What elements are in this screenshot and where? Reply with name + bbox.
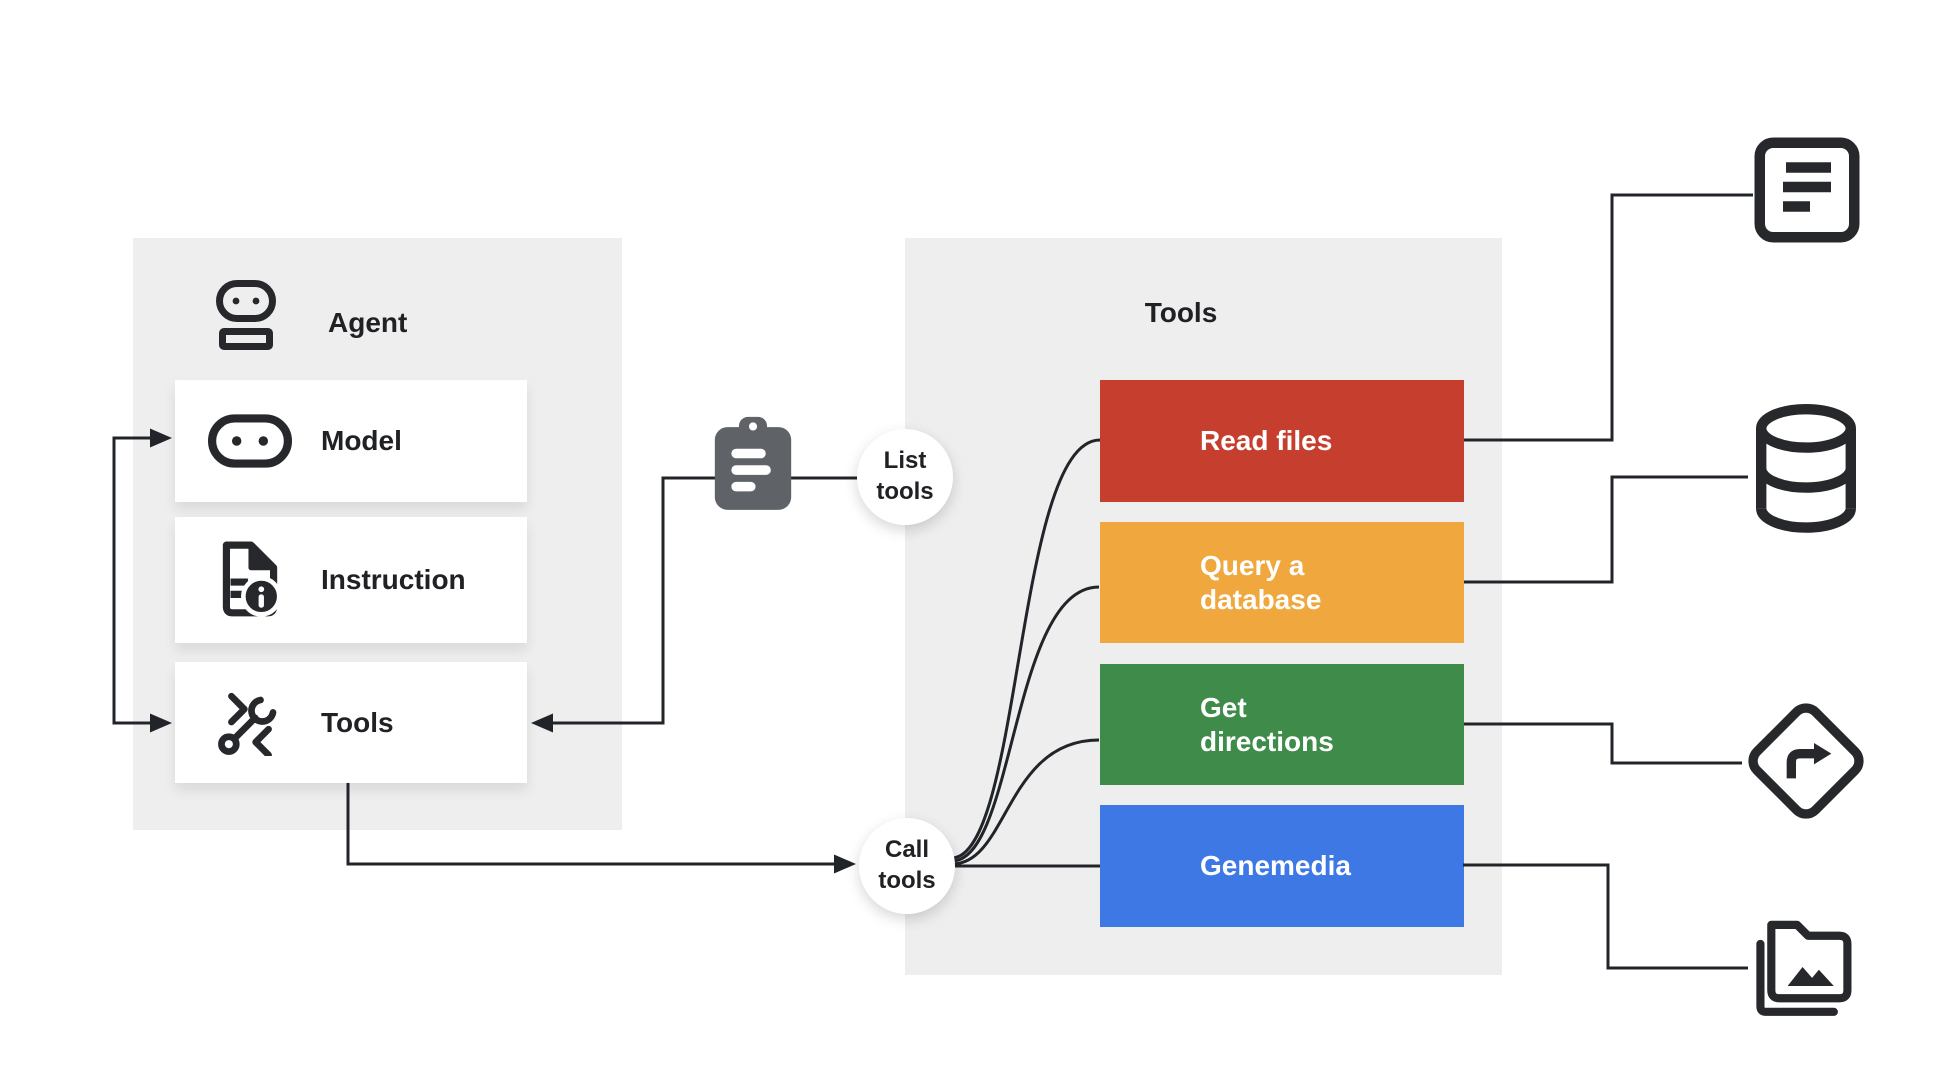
get-directions-label: Get directions	[1200, 692, 1334, 757]
agent-panel-title: Agent	[328, 307, 408, 339]
instruction-label: Instruction	[321, 564, 466, 595]
clipboard-icon	[711, 414, 795, 514]
robot-face-icon	[205, 414, 295, 468]
agent-panel: Agent Model	[133, 238, 622, 830]
robot-agent-icon	[216, 280, 276, 357]
read-files-label: Read files	[1200, 425, 1333, 457]
tools-panel-title: Tools	[1144, 297, 1218, 329]
model-label: Model	[321, 425, 402, 456]
list-tools-node: List tools	[857, 429, 953, 525]
turn-right-icon	[1742, 697, 1870, 825]
agent-card-tools: Tools	[175, 662, 527, 783]
wrench-code-icon	[205, 690, 295, 756]
tools-label: Tools	[321, 706, 394, 738]
database-icon	[1750, 400, 1862, 540]
tools-panel: Tools Read files Query a database Get di…	[905, 238, 1502, 975]
query-database-label: Query a database	[1200, 550, 1322, 615]
genemedia-label: Genemedia	[1200, 850, 1351, 882]
tool-box-query-database: Query a database	[1100, 522, 1464, 643]
agent-card-model: Model	[175, 380, 527, 502]
agent-card-instruction: Instruction	[175, 517, 527, 643]
tool-box-read-files: Read files	[1100, 380, 1464, 502]
media-library-icon	[1748, 914, 1868, 1020]
tool-box-get-directions: Get directions	[1100, 664, 1464, 785]
call-tools-node: Call tools	[859, 818, 955, 914]
document-info-icon	[205, 540, 295, 620]
tool-box-genemedia: Genemedia	[1100, 805, 1464, 927]
notes-icon	[1753, 136, 1861, 244]
